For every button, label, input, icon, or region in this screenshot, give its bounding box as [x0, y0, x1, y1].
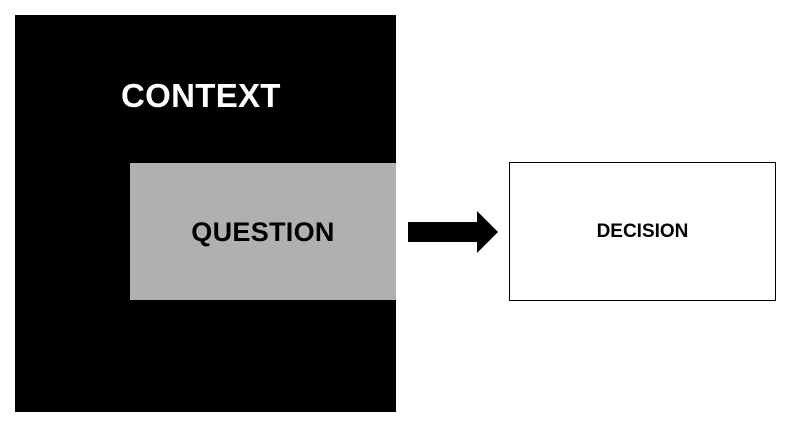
decision-label: DECISION [596, 220, 689, 242]
right-arrow-icon [408, 211, 498, 253]
decision-box: DECISION [509, 162, 776, 301]
question-box: QUESTION [130, 163, 396, 300]
question-label: QUESTION [191, 216, 335, 247]
context-label: CONTEXT [121, 77, 281, 114]
